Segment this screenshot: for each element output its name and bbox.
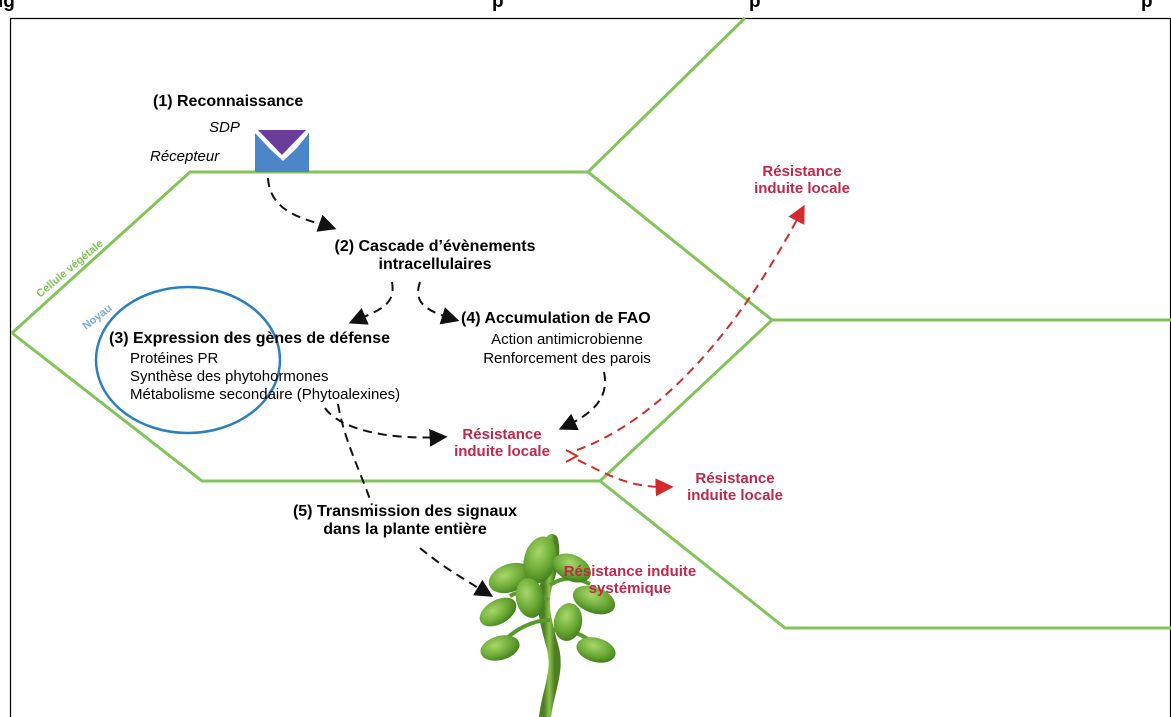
arrow-5-to-plant (419, 547, 494, 597)
red-arrow-to-top (576, 204, 805, 451)
title-fragment-left: ig (0, 0, 15, 12)
signal-arrows (267, 177, 607, 597)
arrow-2-to-3 (348, 281, 394, 325)
plant-image (479, 534, 616, 717)
resistance-local-right-line1: Résistance (695, 470, 775, 487)
red-arrow-to-right (577, 459, 674, 497)
central-cell-wall (10, 170, 775, 483)
red-arrow-fork (565, 449, 580, 463)
arrow-3-to-5 (337, 403, 373, 506)
arrow-4-to-resistance (558, 371, 607, 431)
cropped-title: ig p p p (0, 0, 1171, 14)
step4-title: (4) Accumulation de FAO (461, 310, 651, 327)
nucleus-ellipse (94, 285, 282, 435)
step5-label: (5) Transmission des signaux dans la pla… (280, 503, 530, 540)
title-fragment-mid: p (492, 0, 504, 12)
resistance-local-top-line1: Résistance (762, 163, 842, 180)
step4-line2: Renforcement des parois (483, 350, 651, 367)
step2-line2: intracellulaires (378, 256, 492, 274)
receptor-icon (255, 130, 309, 172)
upper-wall-edge (586, 16, 747, 174)
step2-line1: (2) Cascade d’évènements (334, 238, 536, 255)
resistance-systemic-line1: Résistance induite (563, 563, 697, 580)
title-fragment-right2: p (1141, 0, 1153, 12)
arrow-3-to-resistance (324, 407, 448, 447)
resistance-systemic-line2: systémique (588, 580, 672, 598)
resistance-local-center-line1: Résistance (462, 426, 542, 443)
arrow-2-to-4 (417, 281, 460, 325)
resistance-local-top: Résistance induite locale (732, 163, 872, 198)
resistance-local-center-line2: induite locale (454, 443, 550, 461)
receptor-label: Récepteur (150, 148, 220, 165)
resistance-local-top-line2: induite locale (754, 180, 850, 198)
step3-item-3: Métabolisme secondaire (Phytoalexines) (130, 386, 401, 403)
step3-title: (3) Expression des gènes de défense (109, 330, 390, 347)
step2-label: (2) Cascade d’évènements intracellulaire… (310, 238, 560, 275)
cell-walls (10, 16, 1171, 630)
step5-line1: (5) Transmission des signaux (292, 503, 518, 520)
step5-line2: dans la plante entière (323, 521, 487, 539)
sdp-triangle-icon (258, 130, 306, 155)
spread-arrows (565, 204, 805, 497)
step3-item-1: Protéines PR (130, 350, 219, 367)
resistance-local-center: Résistance induite locale (432, 426, 572, 461)
nucleus-label: Noyau (80, 302, 114, 332)
sdp-label: SDP (209, 119, 240, 136)
resistance-systemic: Résistance induite systémique (540, 563, 720, 598)
lower-wall-edge (599, 479, 1171, 630)
step3-item-2: Synthèse des phytohormones (130, 368, 329, 385)
step1-label: (1) Reconnaissance (153, 93, 304, 110)
cell-label: Cellule végétale (34, 238, 105, 301)
step4-line1: Action antimicrobienne (491, 331, 643, 348)
resistance-local-right: Résistance induite locale (665, 470, 805, 505)
arrow-1-to-2 (267, 177, 337, 232)
title-fragment-right1: p (749, 0, 761, 12)
resistance-local-right-line2: induite locale (687, 487, 783, 505)
